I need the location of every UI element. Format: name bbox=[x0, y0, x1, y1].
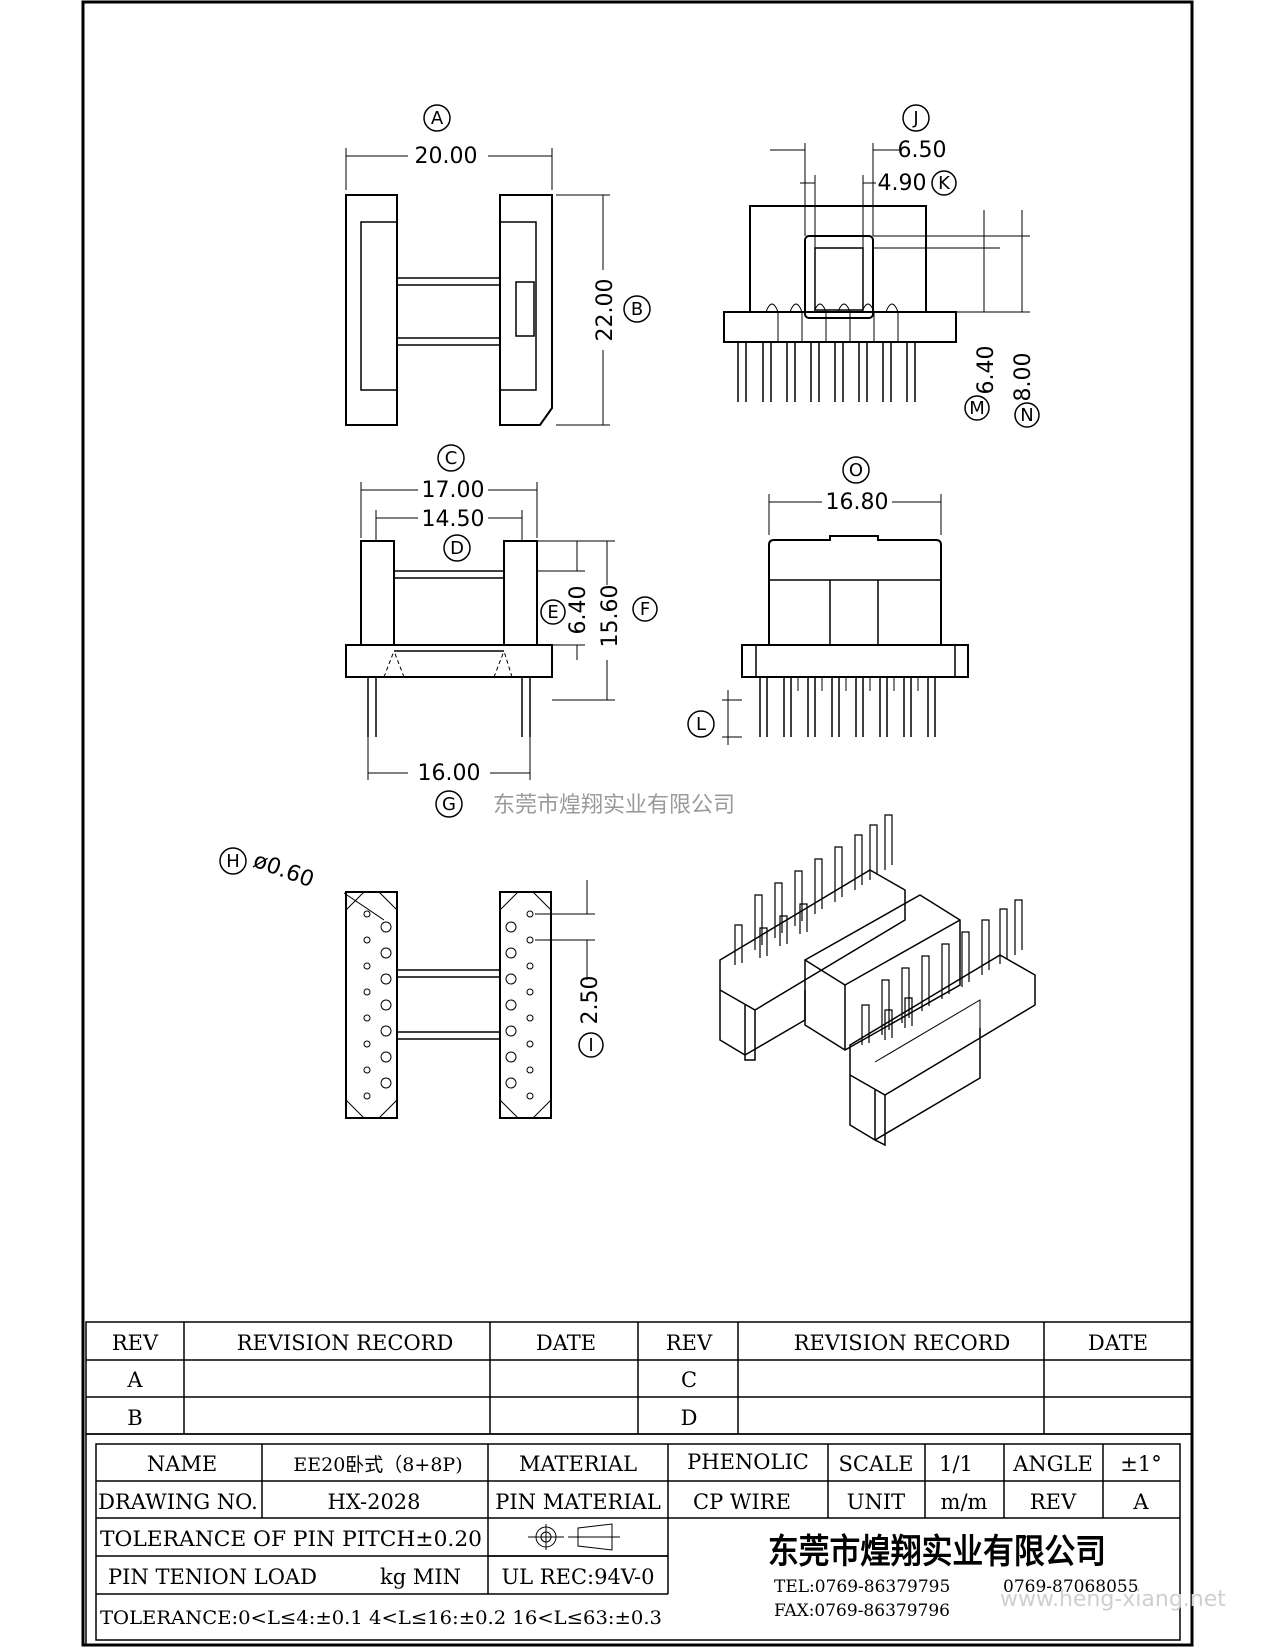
company-website: www.heng-xiang.net bbox=[1000, 1587, 1226, 1612]
pin-tension-load: PIN TENION LOAD bbox=[108, 1565, 317, 1589]
dim-A-marker bbox=[423, 104, 451, 132]
rev-row-A: A bbox=[126, 1368, 143, 1392]
side-view bbox=[722, 494, 969, 745]
dim-O-value: 16.80 bbox=[826, 490, 889, 515]
pin-material-value: CP WIRE bbox=[693, 1490, 791, 1514]
dim-N-letter: N bbox=[1020, 405, 1033, 426]
drawing-no-label: DRAWING NO. bbox=[98, 1490, 258, 1514]
dim-D-marker bbox=[443, 534, 471, 562]
name-label: NAME bbox=[147, 1452, 217, 1476]
dim-B-letter: B bbox=[631, 299, 643, 320]
company-watermark: 东莞市煌翔实业有限公司 bbox=[493, 793, 735, 818]
tolerance-general: TOLERANCE:0<L≤4:±0.1 4<L≤16:±0.2 16<L≤63… bbox=[100, 1607, 662, 1629]
rev-header-1: REV bbox=[112, 1331, 159, 1355]
unit-label: UNIT bbox=[847, 1490, 905, 1514]
dim-G-value: 16.00 bbox=[418, 761, 481, 786]
dim-F-marker bbox=[632, 596, 658, 622]
dim-K-letter: K bbox=[938, 173, 951, 194]
rev-row-D: D bbox=[681, 1406, 698, 1430]
dim-I-letter: I bbox=[588, 1035, 593, 1056]
ul-rating: UL REC:94V-0 bbox=[501, 1565, 654, 1589]
dim-E-value: 6.40 bbox=[566, 586, 591, 635]
top-view bbox=[345, 148, 610, 426]
dim-I-value: 2.50 bbox=[578, 976, 603, 1025]
pin-material-label: PIN MATERIAL bbox=[495, 1490, 661, 1514]
dim-K-value: 4.90 bbox=[878, 171, 927, 196]
dim-C-value: 17.00 bbox=[422, 478, 485, 503]
material-label: MATERIAL bbox=[519, 1452, 637, 1476]
dim-N-value: 8.00 bbox=[1011, 353, 1036, 402]
unit-value: m/m bbox=[941, 1490, 988, 1514]
company-tel: TEL:0769-86379795 bbox=[774, 1577, 950, 1597]
dim-O-marker bbox=[842, 456, 870, 484]
date-header-1: DATE bbox=[536, 1331, 596, 1355]
rev-header-2: REV bbox=[666, 1331, 713, 1355]
dim-H-value: ø0.60 bbox=[250, 848, 317, 893]
bottom-view bbox=[343, 880, 595, 1119]
material-value: PHENOLIC bbox=[687, 1450, 809, 1474]
dim-K-marker bbox=[931, 170, 957, 196]
rev-row-C: C bbox=[681, 1368, 697, 1392]
name-value: EE20卧式（8+8P) bbox=[293, 1454, 462, 1476]
dim-A-value: 20.00 bbox=[415, 144, 478, 169]
date-header-2: DATE bbox=[1088, 1331, 1148, 1355]
dim-L-marker bbox=[687, 710, 715, 738]
dim-J-value: 6.50 bbox=[898, 138, 947, 163]
end-view bbox=[723, 143, 1030, 402]
scale-label: SCALE bbox=[839, 1452, 914, 1476]
dim-H-letter: H bbox=[226, 851, 240, 872]
isometric-view bbox=[719, 814, 1036, 1147]
title-block bbox=[85, 1433, 1193, 1646]
dim-H-marker bbox=[219, 847, 247, 875]
dim-J-marker bbox=[902, 104, 930, 132]
scale-value: 1/1 bbox=[939, 1452, 973, 1476]
rev-value: A bbox=[1132, 1490, 1149, 1514]
company-fax: FAX:0769-86379796 bbox=[774, 1601, 950, 1621]
company-tel-2: 0769-87068055 bbox=[1003, 1577, 1139, 1597]
dim-G-marker bbox=[435, 790, 463, 818]
dim-F-value: 15.60 bbox=[598, 585, 623, 648]
dim-M-letter: M bbox=[969, 398, 985, 419]
dim-A-letter: A bbox=[431, 108, 444, 129]
dim-B-marker bbox=[623, 295, 651, 323]
pin-tension-unit: kg MIN bbox=[380, 1565, 461, 1589]
company-name: 东莞市煌翔实业有限公司 bbox=[768, 1532, 1106, 1572]
revision-table bbox=[85, 1321, 1193, 1435]
drawing-no-value: HX-2028 bbox=[327, 1490, 420, 1514]
revision-record-header-2: REVISION RECORD bbox=[794, 1331, 1011, 1355]
dim-G-letter: G bbox=[442, 794, 456, 815]
dim-C-letter: C bbox=[445, 448, 458, 469]
dim-I-marker bbox=[578, 1032, 604, 1058]
dim-F-letter: F bbox=[640, 599, 650, 620]
dim-N-marker bbox=[1014, 402, 1040, 428]
dim-L-letter: L bbox=[696, 714, 706, 735]
dim-D-letter: D bbox=[450, 538, 464, 559]
dim-D-value: 14.50 bbox=[422, 507, 485, 532]
dim-J-letter: J bbox=[912, 108, 918, 129]
dim-M-marker bbox=[964, 395, 990, 421]
dim-E-marker bbox=[540, 599, 566, 625]
angle-label: ANGLE bbox=[1012, 1452, 1093, 1476]
dim-O-letter: O bbox=[849, 460, 863, 481]
angle-value: ±1° bbox=[1120, 1452, 1161, 1476]
revision-record-header-1: REVISION RECORD bbox=[237, 1331, 454, 1355]
rev-row-B: B bbox=[127, 1406, 142, 1430]
dim-M-value: 6.40 bbox=[974, 346, 999, 395]
dim-C-marker bbox=[437, 444, 465, 472]
tolerance-pin-pitch: TOLERANCE OF PIN PITCH±0.20 bbox=[100, 1527, 482, 1551]
dim-B-value: 22.00 bbox=[593, 279, 618, 342]
rev-label: REV bbox=[1030, 1490, 1077, 1514]
dim-E-letter: E bbox=[547, 602, 558, 623]
front-view bbox=[345, 482, 615, 780]
